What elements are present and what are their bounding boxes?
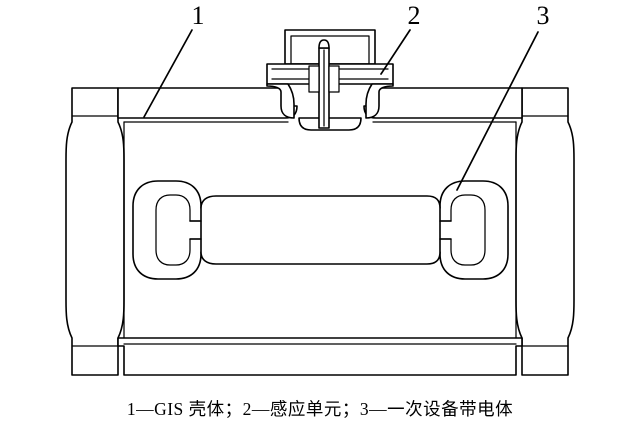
enclosure-top-wall-left <box>117 87 298 119</box>
callout-number-1: 1 <box>192 1 205 30</box>
enclosure-top-wall-right <box>363 87 523 119</box>
figure-caption: 1—GIS 壳体；2—感应单元；3—一次设备带电体 <box>126 399 514 419</box>
leader-line-1 <box>143 29 193 118</box>
callout-layer: 1 2 3 <box>143 1 550 191</box>
gis-enclosure <box>65 87 575 376</box>
callout-number-3: 3 <box>537 1 550 30</box>
leader-line-3 <box>456 31 539 191</box>
leader-line-2 <box>380 29 411 75</box>
sensor-probe-dome-cap <box>318 39 330 49</box>
conductor-main-body <box>200 195 441 265</box>
sensor-seat-boss <box>298 117 362 131</box>
conductor-inner-profile <box>155 194 486 266</box>
sensor-flange-skirt-left <box>266 83 295 119</box>
induction-sensor-unit <box>266 29 394 131</box>
callout-number-2: 2 <box>408 1 421 30</box>
sensor-probe-collar-right <box>328 65 340 93</box>
enclosure-bottom-wall <box>117 337 523 376</box>
sensor-flange-skirt-right <box>365 83 394 119</box>
enclosure-right-flange <box>515 87 575 376</box>
sensor-probe-collar-left <box>308 65 320 93</box>
sensor-housing-outer <box>284 29 376 65</box>
enclosure-left-flange <box>65 87 125 376</box>
primary-live-conductor <box>132 180 509 280</box>
